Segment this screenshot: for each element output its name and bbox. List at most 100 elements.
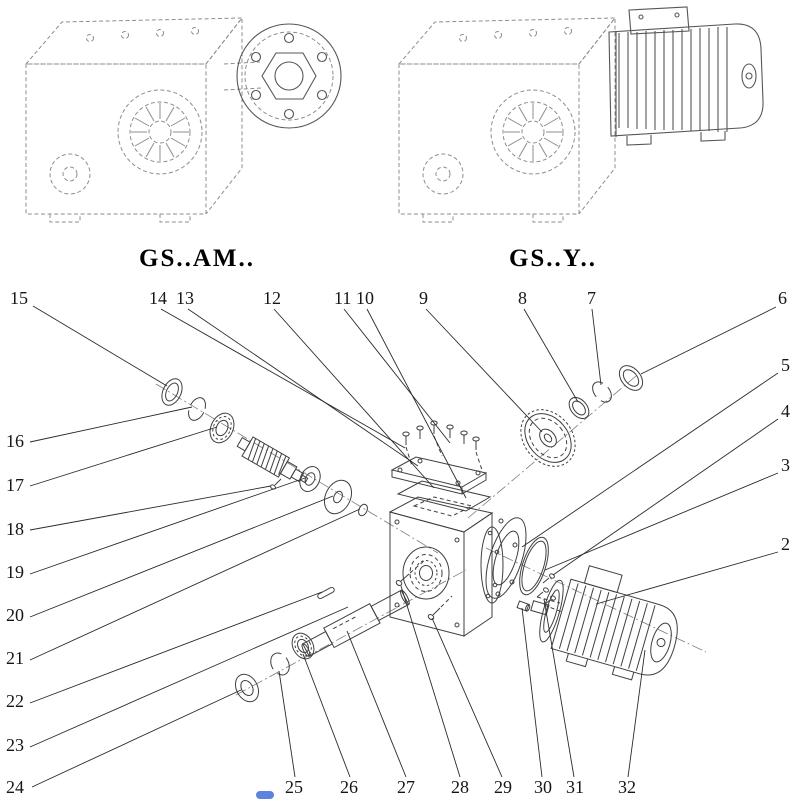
leader-line-24 [31,689,242,788]
part-number-4: 4 [781,401,790,421]
part-washer-24 [234,673,260,703]
part-number-23: 23 [6,735,24,755]
part-cover-plate-13 [390,456,488,495]
leader-line-6 [640,306,777,375]
part-number-17: 17 [6,475,24,495]
leader-line-17 [29,426,218,487]
part-gear-9 [520,409,576,467]
gearbox-housing-phantom [398,17,616,223]
part-number-9: 9 [419,288,428,308]
variant-label-gs-y: GS..Y.. [509,245,597,272]
part-number-19: 19 [6,562,24,582]
motor-assembly-top [608,6,764,146]
leader-line-30 [521,607,543,778]
leader-line-12 [273,308,435,489]
assembly-view-gs-am [25,17,342,223]
part-number-11: 11 [334,288,351,308]
part-number-27: 27 [397,777,415,797]
part-seal-ring-6 [618,365,644,391]
part-circlip-7 [592,381,612,403]
part-number-12: 12 [263,288,281,308]
part-screw-29 [427,595,453,620]
part-number-13: 13 [176,288,194,308]
part-number-18: 18 [6,519,24,539]
leader-line-8 [523,308,579,403]
part-plug-30 [516,600,531,612]
leader-line-29 [431,617,503,778]
leader-line-27 [346,630,407,778]
part-number-2: 2 [781,534,790,554]
assembly-view-gs-y [398,6,764,223]
part-number-10: 10 [356,288,374,308]
gearbox-housing-phantom [25,17,243,223]
part-number-20: 20 [6,605,24,625]
leader-line-18 [29,485,272,531]
part-number-14: 14 [149,288,167,308]
leader-line-9 [425,308,543,433]
part-housing-10 [388,496,504,637]
part-end-cover-5 [485,517,527,599]
part-washer-8 [568,396,590,420]
leader-line-23 [29,606,349,748]
part-number-24: 24 [6,777,24,797]
leader-line-22 [29,591,323,704]
part-gasket-12 [396,480,492,512]
leader-line-10 [366,308,467,499]
leader-line-4 [552,418,779,576]
part-number-25: 25 [285,777,303,797]
leader-line-14 [160,308,406,449]
part-worm-shaft [236,436,309,484]
part-number-3: 3 [781,455,790,475]
part-screw-28 [395,559,426,586]
part-bearing-19 [299,466,321,492]
leader-line-7 [591,308,602,386]
leader-line-21 [29,508,361,661]
leader-line-15 [32,305,168,387]
leader-line-20 [29,495,334,618]
part-number-26: 26 [340,777,358,797]
leader-line-32 [627,649,646,778]
variant-label-gs-am: GS..AM.. [139,245,255,272]
part-key-22 [317,586,335,600]
leader-line-11 [343,308,451,444]
part-number-31: 31 [566,777,584,797]
watermark-mark [256,791,274,799]
leader-line-28 [400,585,461,778]
part-screws-31 [536,587,563,613]
cover-bolt-hole [509,579,515,585]
part-number-28: 28 [451,777,469,797]
part-number-8: 8 [518,288,527,308]
part-seal-ring-15 [161,378,183,406]
leader-line-31 [543,598,575,778]
leader-line-5 [521,372,779,548]
part-motor-32 [530,565,678,681]
part-number-30: 30 [534,777,552,797]
part-number-29: 29 [494,777,512,797]
part-disc-20 [323,479,353,515]
leader-line-2 [595,551,779,605]
leader-line-25 [278,670,296,778]
input-shaft-phantom [223,61,263,91]
part-screw-4 [542,573,555,584]
leader-line-26 [302,653,351,778]
cover-bolt-hole [512,542,518,548]
part-number-5: 5 [781,355,790,375]
exploded-view [155,365,707,703]
part-number-6: 6 [778,288,787,308]
part-bearing-17 [209,412,235,444]
part-output-shaft-23 [301,589,410,657]
part-number-15: 15 [10,288,28,308]
output-flange-b5 [236,23,342,129]
cover-bolt-hole [495,591,501,597]
cover-bolt-hole [498,518,504,524]
part-number-21: 21 [6,648,24,668]
part-bearing-26 [291,632,315,660]
leader-line-3 [544,472,779,571]
leader-line-19 [29,477,306,575]
part-number-7: 7 [587,288,596,308]
part-number-16: 16 [6,431,24,451]
leader-line-13 [187,308,419,467]
